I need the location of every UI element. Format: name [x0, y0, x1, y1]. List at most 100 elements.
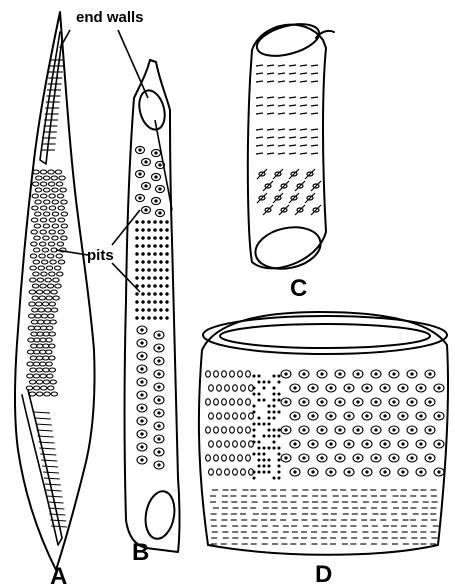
cell-a-pit	[45, 278, 51, 282]
cell-a-pit	[35, 212, 41, 216]
cell-c-slit-pit	[256, 65, 263, 66]
cell-d-bordered-pit-aperture	[402, 387, 404, 389]
cell-a-pit	[32, 296, 38, 300]
cell-a-pit	[30, 266, 36, 270]
cell-a-pit	[38, 266, 44, 270]
cell-a-scalariform-bar	[34, 412, 50, 413]
cell-d-pit	[222, 427, 227, 433]
cell-a-pit	[34, 326, 40, 330]
cell-d-pit	[225, 469, 230, 475]
cell-d-pit	[214, 455, 219, 461]
cell-a-pit	[40, 362, 46, 366]
cell-b-dot-pit	[166, 221, 168, 223]
cell-d-pit	[209, 413, 214, 419]
cell-d-dot-pit	[263, 435, 265, 437]
cell-d-bordered-pit-aperture	[357, 401, 359, 403]
cell-d-dot-pit	[253, 441, 255, 443]
cell-b-dot-pit	[160, 293, 162, 295]
cell-a-pit	[39, 296, 45, 300]
cell-b-bordered-pit-aperture	[145, 185, 147, 187]
cell-c-slit-pit	[311, 73, 318, 74]
cell-c-slit-pit	[267, 81, 274, 82]
cell-d-dot-pit	[258, 471, 260, 473]
cell-d-bordered-pit-aperture	[357, 457, 359, 459]
cell-d-bordered-pit-aperture	[312, 415, 314, 417]
cell-c-slit-pit	[256, 145, 263, 146]
cell-b-dot-pit	[136, 229, 138, 231]
cell-d-dot-pit	[273, 375, 275, 377]
cell-a-pit	[41, 194, 47, 198]
cell-c-slit-pit	[267, 153, 274, 154]
cell-d-dot-pit	[278, 471, 280, 473]
cell-d-bordered-pit-aperture	[339, 457, 341, 459]
cell-d-pit	[233, 441, 238, 447]
cell-a-pit	[60, 188, 66, 192]
cell-c-slit-pit	[311, 137, 318, 138]
cell-d-bordered-pit-aperture	[357, 429, 359, 431]
cell-a-pit	[49, 272, 55, 276]
cell-a-pit	[31, 230, 37, 234]
cell-a-pit	[31, 344, 37, 348]
cell-b-bordered-pit-aperture	[158, 451, 160, 453]
cell-d-bordered-pit-aperture	[420, 415, 422, 417]
cell-d-dot-pit	[253, 453, 255, 455]
cell-b-dot-pit	[160, 221, 162, 223]
cell-c-slit-pit	[289, 97, 296, 98]
cell-a-pit	[48, 170, 54, 174]
cell-a-pit	[31, 320, 37, 324]
cell-d-bordered-pit-aperture	[438, 415, 440, 417]
cell-d-bordered-pit-aperture	[312, 443, 314, 445]
cell-d-pit	[246, 371, 251, 377]
cell-d-pit	[214, 427, 219, 433]
cell-a-pit	[44, 290, 50, 294]
cell-b-dot-pit	[160, 237, 162, 239]
cell-a-pit	[36, 302, 42, 306]
cell-d-bordered-pit-aperture	[330, 415, 332, 417]
cell-d-pit	[241, 469, 246, 475]
cell-b-dot-pit	[166, 309, 168, 311]
cell-d-bordered-pit-aperture	[420, 387, 422, 389]
cell-b-dot-pit	[142, 277, 144, 279]
cell-d-bordered-pit-aperture	[321, 457, 323, 459]
cell-a-pit	[50, 380, 56, 384]
cell-d-bordered-pit-aperture	[348, 387, 350, 389]
cell-a-pit	[27, 362, 33, 366]
cell-a-pit	[46, 338, 52, 342]
cell-d-bordered-pit-aperture	[411, 429, 413, 431]
cell-b-dot-pit	[136, 253, 138, 255]
cell-a-scalariform-bar	[36, 424, 52, 425]
cell-d-bordered-pit-aperture	[321, 373, 323, 375]
cell-b-dot-pit	[154, 269, 156, 271]
cell-c-slit-pit	[311, 81, 318, 82]
cell-d-dot-pit	[263, 399, 265, 401]
cell-d-bordered-pit-aperture	[438, 471, 440, 473]
cell-d-bordered-pit-aperture	[321, 401, 323, 403]
cell-b-bordered-pit-aperture	[158, 347, 160, 349]
cell-d-dot-pit	[258, 381, 260, 383]
cell-d-dot-pit	[273, 429, 275, 431]
cell-b-dot-pit	[166, 269, 168, 271]
cell-a-bottom-end-wall	[22, 390, 62, 545]
cell-a-pit	[41, 314, 47, 318]
cell-b-bordered-pit-aperture	[145, 161, 147, 163]
cell-a-pit	[42, 248, 48, 252]
cell-d-dot-pit	[278, 393, 280, 395]
cell-d-dot-pit	[258, 453, 260, 455]
cell-c-slit-pit	[300, 137, 307, 138]
cell-d-pit	[233, 385, 238, 391]
cell-c-slit-pit	[311, 97, 318, 98]
cell-b-dot-pit	[166, 237, 168, 239]
cell-a-scalariform-bar	[48, 502, 64, 503]
cell-a-pit	[52, 224, 58, 228]
cell-c-slit-pit	[289, 113, 296, 114]
cell-a-scalariform-bar	[41, 460, 57, 461]
cell-d-dot-pit	[273, 417, 275, 419]
cell-a-pit	[38, 308, 44, 312]
cell-a-pit	[40, 386, 46, 390]
cell-b-dot-pit	[148, 293, 150, 295]
cell-b-dot-pit	[160, 285, 162, 287]
cell-d-pit	[209, 469, 214, 475]
cell-a-pit	[35, 200, 41, 204]
cell-a-pit	[48, 242, 54, 246]
